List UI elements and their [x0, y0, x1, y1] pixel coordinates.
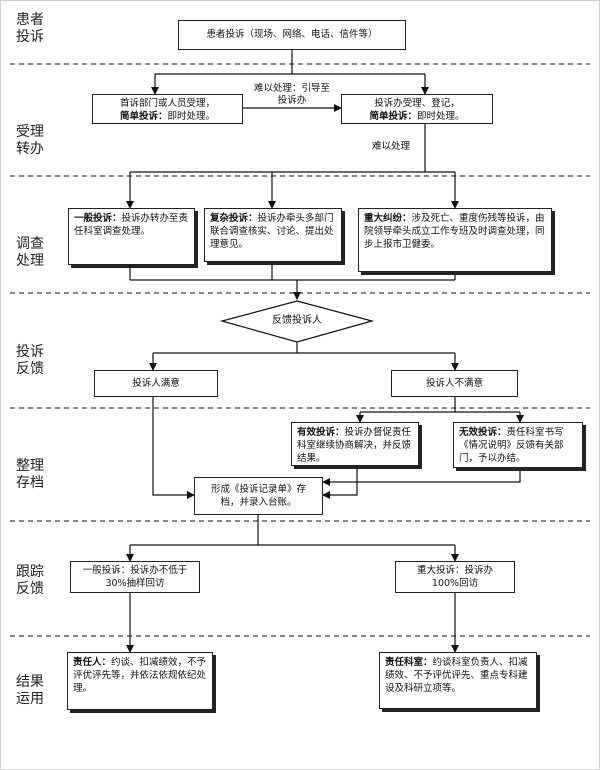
invalid-complaint-bold: 无效投诉：: [459, 427, 507, 438]
stage-label-complaint: 患者投诉: [16, 12, 44, 45]
stage-label-archive: 整理存档: [16, 458, 44, 491]
responsible-person-bold: 责任人：: [73, 657, 112, 668]
valid-complaint-rest: 投诉办督促责任科室继续协商解决，并反馈结果。: [297, 427, 412, 464]
first-department-rest: 即时处理。: [167, 111, 216, 122]
stage-label-transfer: 受理转办: [16, 124, 44, 157]
edge-invalid-to-record: [322, 468, 521, 486]
invalid-complaint-box: 无效投诉：责任科室书写《情况说明》反馈有关部门，予以办结。: [453, 422, 583, 468]
general-followup-box: 一般投诉：投诉办不低于30%抽样回访: [70, 561, 200, 593]
responsible-dept-bold: 责任科室：: [385, 657, 433, 668]
complaint-office-box: 投诉办受理、登记， 简单投诉：即时处理。: [341, 94, 493, 124]
stage-label-investigate: 调查处理: [16, 236, 44, 269]
edge-valid-to-record: [322, 466, 358, 499]
major-followup-box: 重大投诉：投诉办100%回访: [395, 561, 515, 593]
patient-complaint-text: 患者投诉（现场、网络、电话、信件等）: [206, 29, 378, 40]
first-department-line1: 首诉部门或人员受理，: [119, 98, 215, 109]
unsatisfied-box: 投诉人不满意: [391, 370, 518, 397]
valid-complaint-box: 有效投诉：投诉办督促责任科室继续协商解决，并反馈结果。: [291, 422, 419, 466]
major-dispute-rest: 涉及死亡、重度伤残等投诉，由院领导牵头成立工作专班及时调查处理，同步上报市卫健委…: [364, 213, 545, 250]
complex-complaint-box: 复杂投诉：投诉办牵头多部门联合调查核实、讨论、提出处理意见。: [204, 208, 342, 262]
general-complaint-box: 一般投诉：投诉办转办至责任科室调查处理。: [68, 208, 195, 265]
general-complaint-bold: 一般投诉：: [74, 213, 122, 224]
valid-complaint-bold: 有效投诉：: [297, 427, 345, 438]
invalid-complaint-rest: 责任科室书写《情况说明》反馈有关部门，予以办结。: [459, 427, 564, 464]
complaint-office-bold: 简单投诉：: [369, 111, 417, 122]
edge-label-hard: 难以处理: [362, 141, 420, 153]
responsible-person-rest: 约谈、扣减绩效，不予评优评先等，并依法依规依纪处理。: [73, 657, 207, 694]
record-form-box: 形成《投诉记录单》存档，并录入台账。: [194, 477, 323, 515]
satisfied-box: 投诉人满意: [94, 370, 218, 397]
responsible-dept-box: 责任科室：约谈科室负责人、扣减绩效、不予评优评先、重点专科建设及科研立项等。: [379, 652, 537, 709]
complaint-office-rest: 即时处理。: [417, 111, 465, 122]
complaint-office-line1: 投诉办受理、登记，: [374, 98, 460, 109]
first-department-box: 首诉部门或人员受理， 简单投诉：即时处理。: [92, 94, 243, 124]
stage-label-result: 结果运用: [16, 674, 44, 707]
major-followup-text: 重大投诉：投诉办100%回访: [416, 565, 493, 589]
edge-label-guide: 难以处理：引导至投诉办: [250, 83, 334, 107]
first-department-bold: 简单投诉：: [119, 111, 168, 122]
record-form-text: 形成《投诉记录单》存档，并录入台账。: [210, 484, 306, 508]
patient-complaint-box: 患者投诉（现场、网络、电话、信件等）: [178, 20, 406, 50]
major-dispute-bold: 重大纠纷：: [364, 213, 412, 224]
responsible-person-box: 责任人：约谈、扣减绩效，不予评优评先等，并依法依规依纪处理。: [67, 652, 213, 710]
feedback-decision-text: 反馈投诉人: [272, 315, 322, 326]
major-dispute-box: 重大纠纷：涉及死亡、重度伤残等投诉，由院领导牵头成立工作专班及时调查处理，同步上…: [358, 208, 552, 272]
complex-complaint-rest: 投诉办牵头多部门联合调查核实、讨论、提出处理意见。: [210, 213, 334, 250]
stage-label-followup: 跟踪反馈: [16, 564, 44, 597]
responsible-dept-rest: 约谈科室负责人、扣减绩效、不予评优评先、重点专科建设及科研立项等。: [385, 657, 528, 694]
complex-complaint-bold: 复杂投诉：: [210, 213, 258, 224]
feedback-decision-diamond: [219, 300, 375, 343]
stage-separators: [10, 63, 590, 637]
edge-satisfied-to-record: [152, 397, 195, 499]
unsatisfied-text: 投诉人不满意: [425, 378, 483, 389]
stage-label-feedback: 投诉反馈: [16, 344, 44, 377]
general-complaint-rest: 投诉办转办至责任科室调查处理。: [74, 213, 189, 237]
general-followup-text: 一般投诉：投诉办不低于30%抽样回访: [82, 565, 188, 589]
satisfied-text: 投诉人满意: [132, 378, 180, 389]
